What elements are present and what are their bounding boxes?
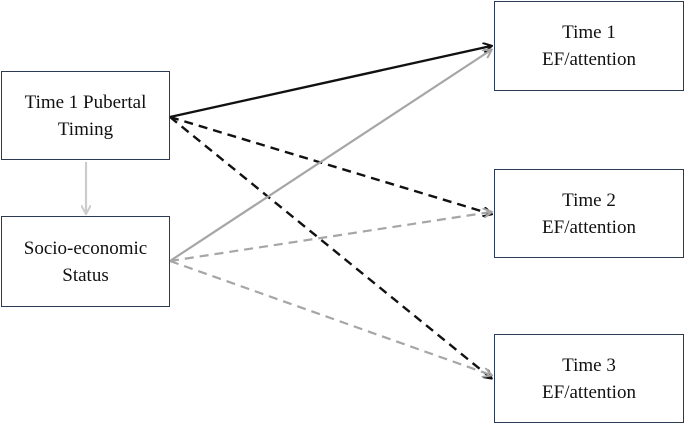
node-label-line: Time 3: [562, 354, 616, 376]
node-label-line: Time 2: [562, 189, 616, 211]
node-label-line: Timing: [57, 118, 114, 140]
node-time2-ef-attention: Time 2 EF/attention: [494, 169, 684, 258]
node-label-line: EF/attention: [542, 49, 636, 70]
node-label-line: Socio-economic: [23, 237, 148, 259]
arrow-ses-to-time3: [169, 259, 491, 375]
node-time3-ef-attention: Time 3 EF/attention: [494, 334, 684, 423]
node-socio-economic-status: Socio-economic Status: [1, 216, 170, 307]
node-label-line: Time 1 Pubertal: [24, 91, 147, 113]
arrow-pubertal-to-time1: [169, 46, 491, 119]
node-label-line: EF/attention: [542, 381, 636, 403]
arrow-pubertal-to-time3: [169, 116, 491, 378]
node-label-line: Time 1: [562, 22, 616, 43]
node-time1-pubertal-timing: Time 1 Pubertal Timing: [1, 71, 170, 160]
node-label-line: Status: [62, 264, 109, 286]
node-time1-ef-attention: Time 1 EF/attention: [494, 1, 684, 91]
node-label-line: EF/attention: [542, 216, 636, 238]
arrow-ses-to-time1: [169, 50, 491, 262]
arrow-pubertal-to-time2: [169, 115, 491, 214]
arrow-ses-to-time2: [169, 212, 491, 263]
